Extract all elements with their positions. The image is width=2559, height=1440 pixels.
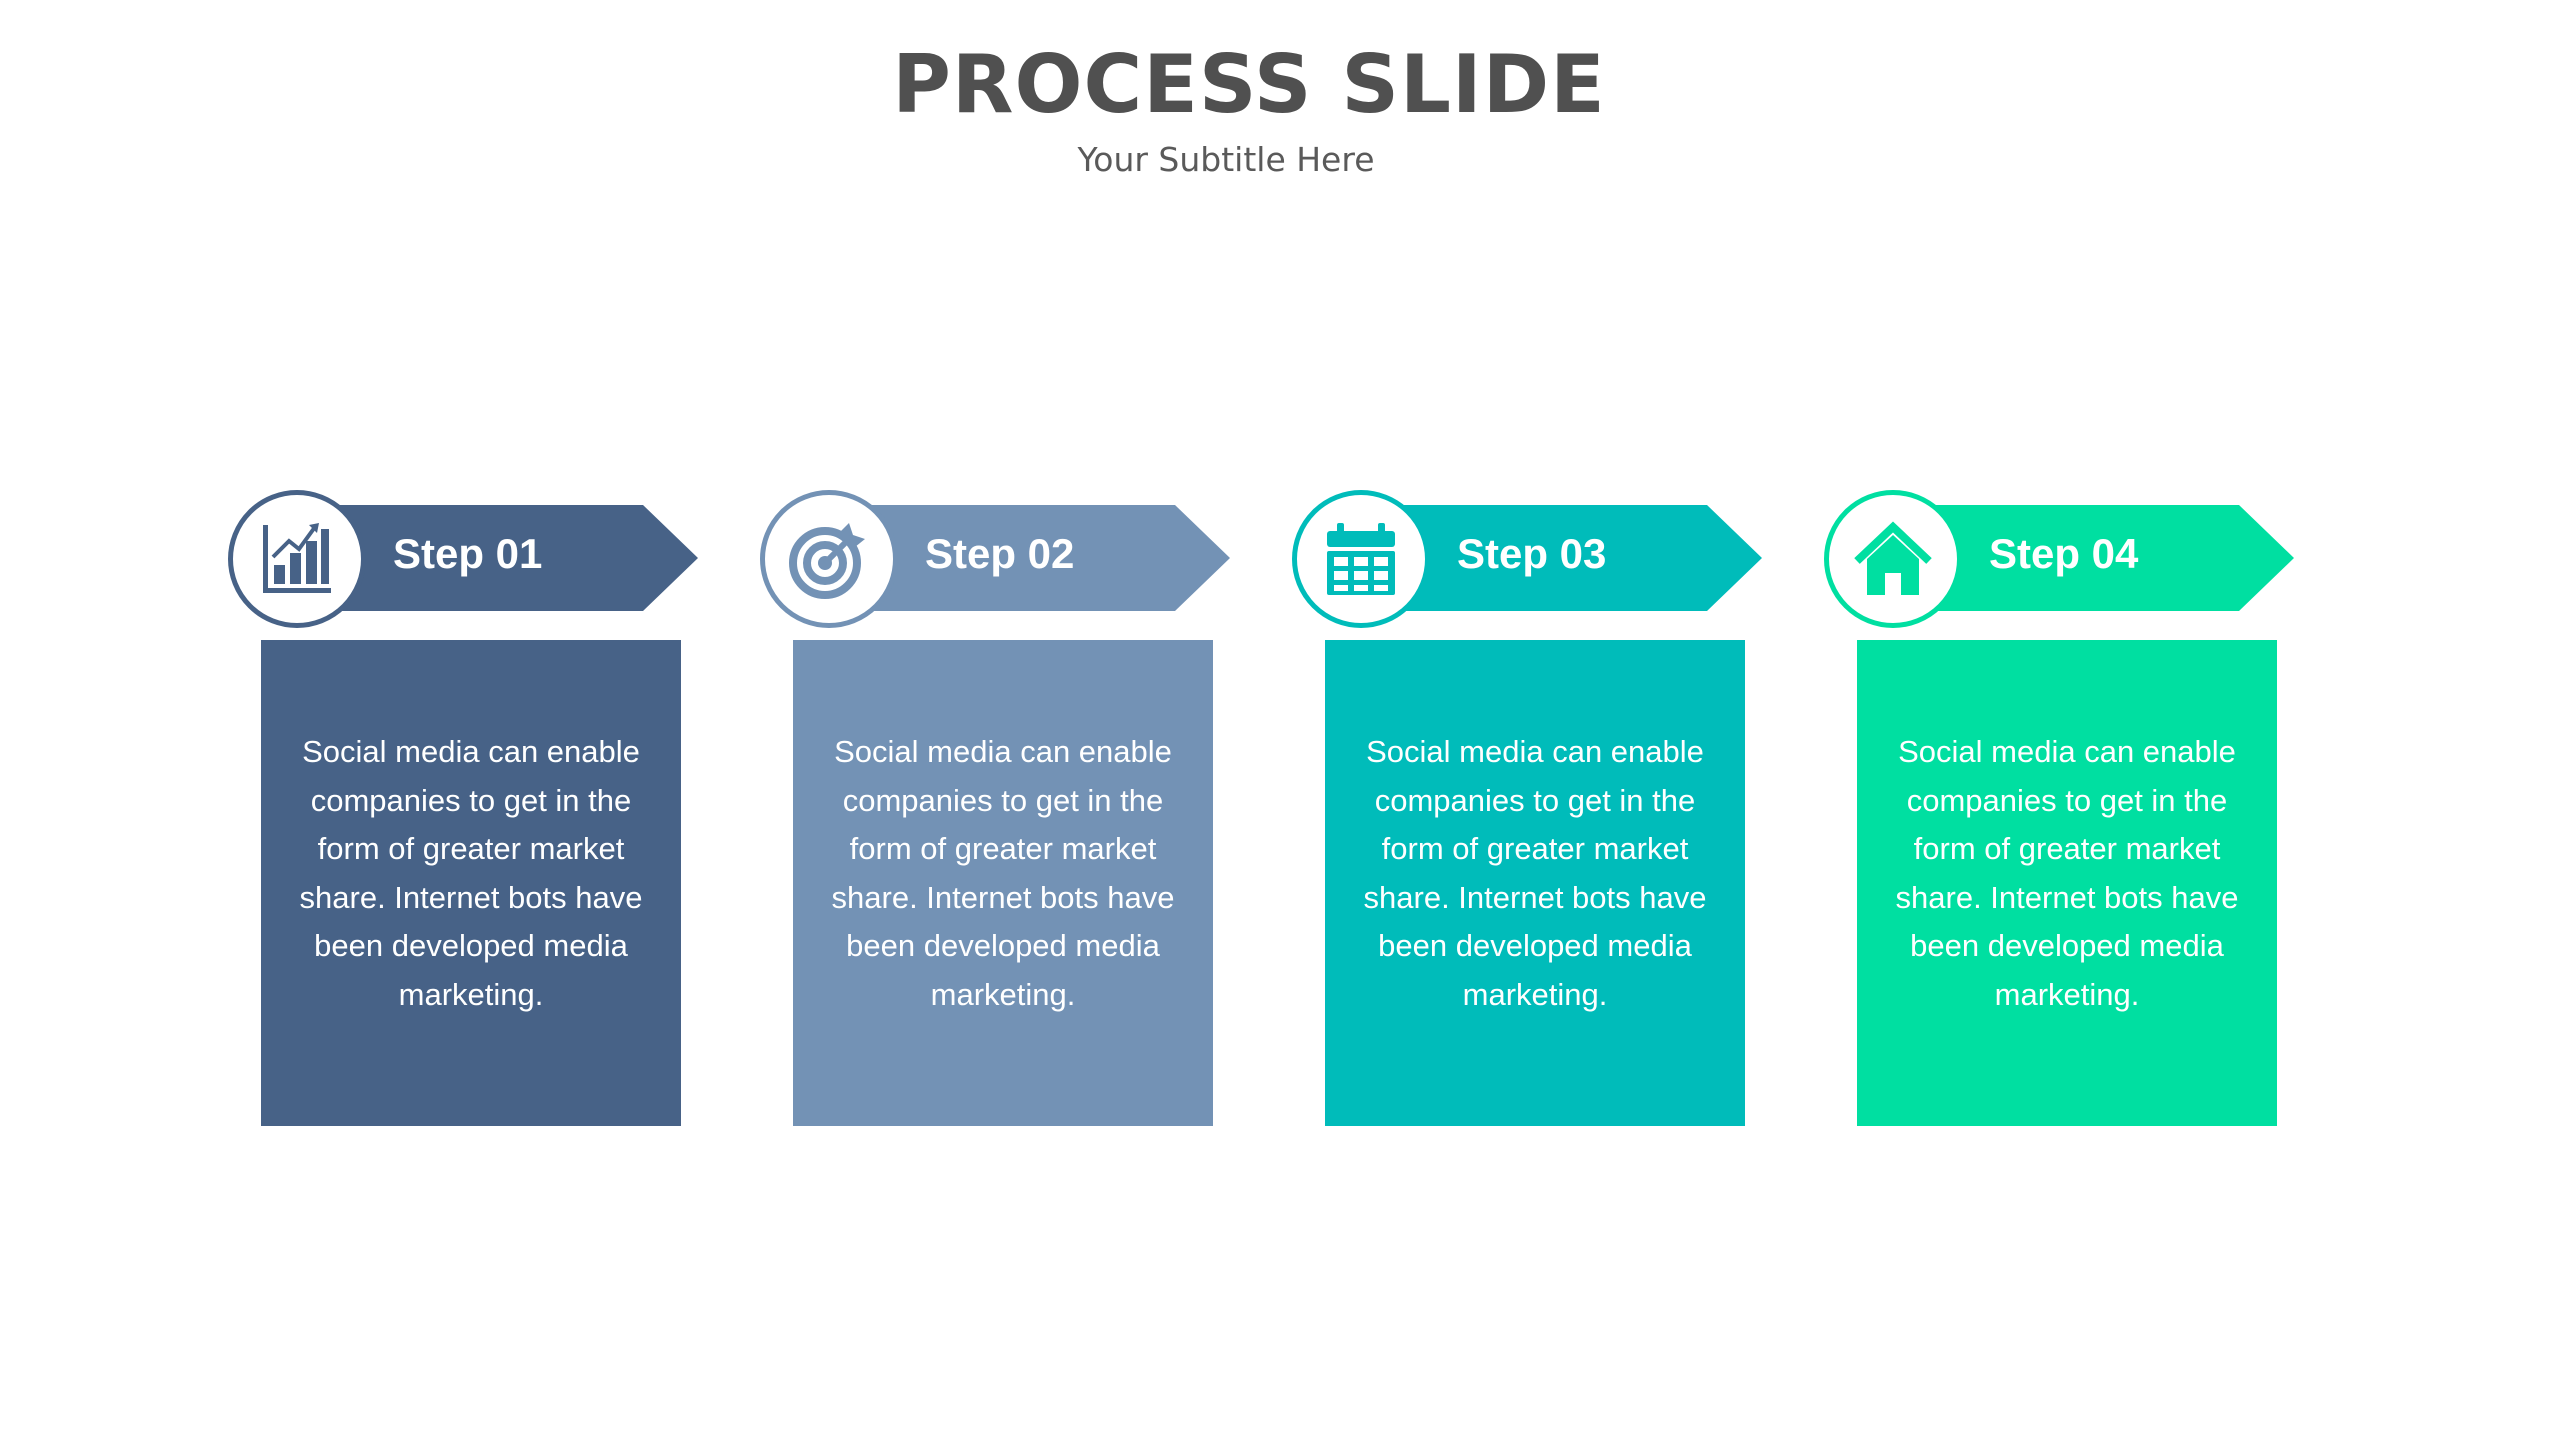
home-icon [1854, 521, 1932, 595]
step-description-card: Social media can enable companies to get… [261, 640, 681, 1126]
step-description: Social media can enable companies to get… [299, 734, 643, 1012]
step-description: Social media can enable companies to get… [831, 734, 1175, 1012]
process-step-2: Step 02 Social media can enable companie… [760, 488, 1250, 1128]
step-banner: Step 02 [760, 488, 1250, 628]
bar-chart-growth-icon [263, 523, 331, 593]
step-banner: Step 01 [228, 488, 718, 628]
slide-title: PROCESS SLIDE [892, 38, 1606, 131]
step-label: Step 02 [925, 530, 1075, 577]
step-description-card: Social media can enable companies to get… [1857, 640, 2277, 1126]
step-label: Step 03 [1457, 530, 1607, 577]
step-label: Step 01 [393, 530, 543, 577]
step-description-card: Social media can enable companies to get… [1325, 640, 1745, 1126]
step-icon-circle [1292, 490, 1430, 628]
target-arrow-icon [789, 523, 865, 599]
slide-subtitle: Your Subtitle Here [1077, 140, 1375, 179]
step-description-card: Social media can enable companies to get… [793, 640, 1213, 1126]
process-step-3: Step 03 Social media can enable companie… [1292, 488, 1782, 1128]
step-label: Step 04 [1989, 530, 2139, 577]
step-banner: Step 04 [1824, 488, 2314, 628]
process-step-1: Step 01 Social media can enable companie… [228, 488, 718, 1128]
step-description: Social media can enable companies to get… [1895, 734, 2239, 1012]
step-arrow-shape [1362, 505, 1762, 611]
process-step-4: Step 04 Social media can enable companie… [1824, 488, 2314, 1128]
calendar-icon [1327, 523, 1395, 595]
step-icon-circle [1824, 490, 1962, 628]
step-description: Social media can enable companies to get… [1363, 734, 1707, 1012]
step-icon-circle [760, 490, 898, 628]
step-banner: Step 03 [1292, 488, 1782, 628]
step-icon-circle [228, 490, 366, 628]
step-arrow-shape [830, 505, 1230, 611]
step-arrow-shape [1894, 505, 2294, 611]
step-arrow-shape [298, 505, 698, 611]
